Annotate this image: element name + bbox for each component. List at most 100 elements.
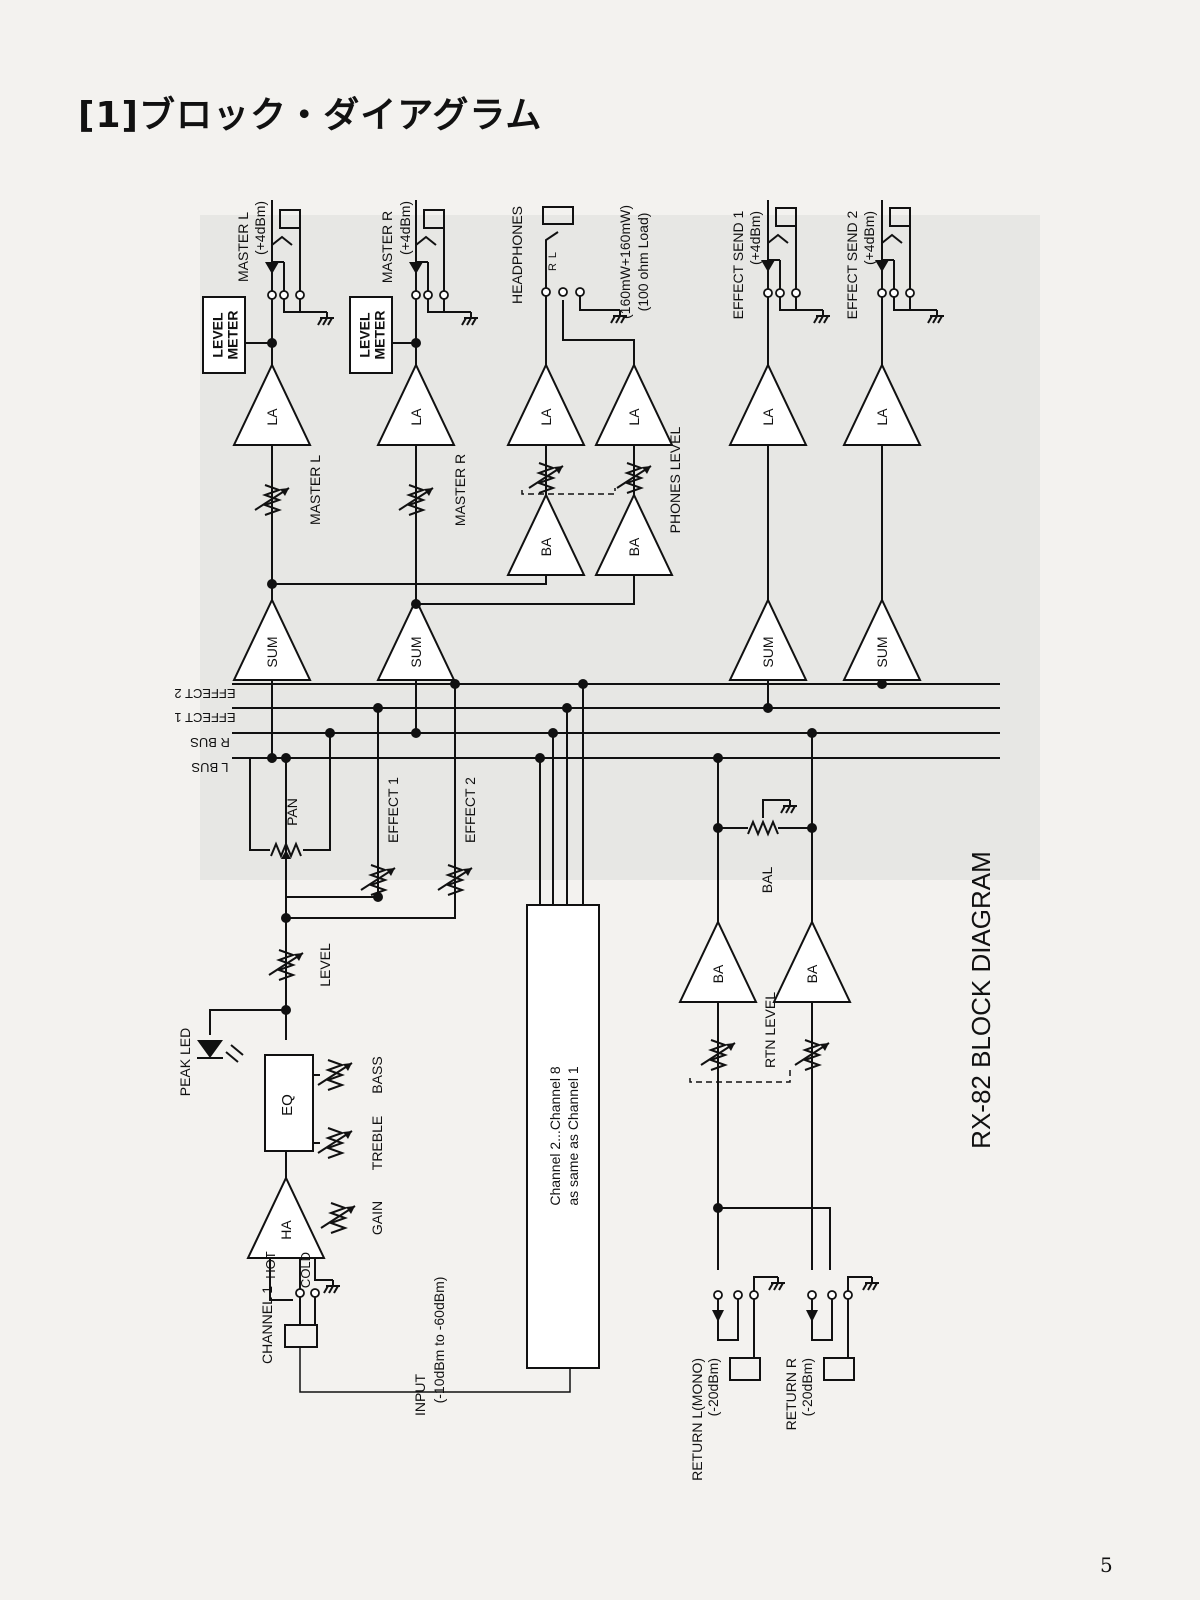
junction-dot [325,728,335,738]
jack-terminal [439,290,449,300]
pan-left-leg [249,758,270,851]
junction-dot [763,703,773,713]
diagram-title: RX-82 BLOCK DIAGRAM [966,851,996,1149]
hp-jack-l-label: L [547,252,559,258]
bal-pot [747,819,779,837]
junction-dot [267,338,277,348]
ba-amp-return-r-label: BA [804,964,820,983]
effect-send-2-jack-ground [927,315,933,324]
effect-send-1-jack-ground [813,315,819,324]
jack-terminal [279,290,289,300]
ha-amp [246,1175,326,1259]
return-l-label: RETURN L(MONO) [689,1358,705,1481]
master-r-jack-sleeve [423,209,445,229]
effect-send-2-jack-contact [875,260,889,272]
master-l-jack-ground [327,317,333,326]
hp-ground [615,315,621,324]
return-mono-normal [718,1207,831,1270]
jack-terminal [877,288,887,298]
gain-pot-arrowhead [346,1206,355,1214]
channel1-label: CHANNEL 1 [259,1286,275,1364]
level-pot [276,949,296,981]
jack-terminal [541,287,551,297]
effect1-pot [368,864,388,896]
jack-terminal [295,290,305,300]
return-l-gnd [753,1276,778,1291]
jack-terminal [310,1288,320,1298]
master-l-output-label: MASTER L [235,212,251,282]
effect-send-2-jack [893,297,937,311]
gain-pot [328,1202,348,1234]
rtn-gang [689,1070,791,1083]
ba-amp-return-l-label: BA [710,964,726,983]
phones-gang [521,488,616,495]
input-range-label: (-10dBm to -60dBm) [431,1277,447,1404]
rtn-level-label: RTN LEVEL [762,992,778,1068]
jack-terminal [843,1290,853,1300]
effect-send-1-jack-ground [823,315,829,324]
effect-send-1-sum-label: SUM [760,636,776,667]
junction-dot [373,703,383,713]
hot-label: HOT [263,1251,278,1279]
r-bus-label: R BUS [190,735,230,750]
effect-send-1-jack-contact [761,260,775,272]
jack-terminal [575,287,585,297]
headphones-spec-load: (100 ohm Load) [635,213,651,312]
effect-send-1-label: EFFECT SEND 1 [730,210,746,319]
channels-2-8-label: Channel 2...Channel 8 [547,1066,563,1206]
return-r-gnd [847,1276,872,1291]
master-l-pot-arrowhead [280,488,289,496]
ba-amp-hp-l-label: BA [538,537,554,556]
rtn-level-pot-l-arrowhead [726,1043,735,1051]
hp-ground [610,315,616,324]
master-l-jack-ground [317,317,323,326]
effect-send-1-la-label: LA [760,408,776,426]
return-l-jack [717,1299,739,1341]
headphones-label: HEADPHONES [509,206,525,304]
cold-gnd [314,1258,333,1281]
junction-dot [411,728,421,738]
master-r-jack-ground [466,317,472,326]
bal-ground [785,805,791,814]
master-l-level: (+4dBm) [252,201,268,255]
jack-terminal [411,290,421,300]
page-number: 5 [1100,1553,1113,1577]
la-amp-master-l [232,362,312,446]
headphones-spec-power: (160mW+160mW) [617,205,633,319]
effect-send-1-jack-sleeve [775,207,797,227]
la-amp-hp-r [594,362,674,446]
bass-pot-arrowhead [343,1063,352,1071]
phones-level-pot-l-arrowhead [554,466,563,474]
ha-amp-label: HA [278,1220,294,1240]
jack-terminal [295,1288,305,1298]
jack-terminal [791,288,801,298]
master-r-control-label: MASTER R [452,454,468,526]
effect-send-1-la [728,362,808,446]
peak-led-ray [230,1044,244,1056]
level-meter-l [202,296,246,374]
ba-amp-hp-r [594,492,674,576]
master-r-pot [406,484,426,516]
master-l-jack [283,299,327,313]
effect-send-2-jack-ground [937,315,943,324]
pan-right-leg [303,733,331,851]
master-l-jack-contact [265,262,279,274]
hp-r-out [562,300,635,365]
peak-led-icon [197,1040,223,1058]
treble-pot [325,1127,345,1159]
effect1-control-label: EFFECT 1 [385,777,401,843]
l-bus-label: L BUS [191,760,228,775]
junction-dot [578,679,588,689]
level-label: LEVEL [317,943,333,987]
sum-amp-l-label: SUM [264,636,280,667]
master-l-control-label: MASTER L [307,455,323,525]
ba-amp-return-l [678,919,758,1003]
master-r-jack [427,299,471,313]
input-ground [323,1285,329,1294]
peak-led-label: PEAK LED [177,1028,193,1096]
master-r-jack-ground [461,317,467,326]
effect-send-2-label: EFFECT SEND 2 [844,210,860,319]
effect-send-2-la-label: LA [874,408,890,426]
treble-pot-arrowhead [343,1131,352,1139]
